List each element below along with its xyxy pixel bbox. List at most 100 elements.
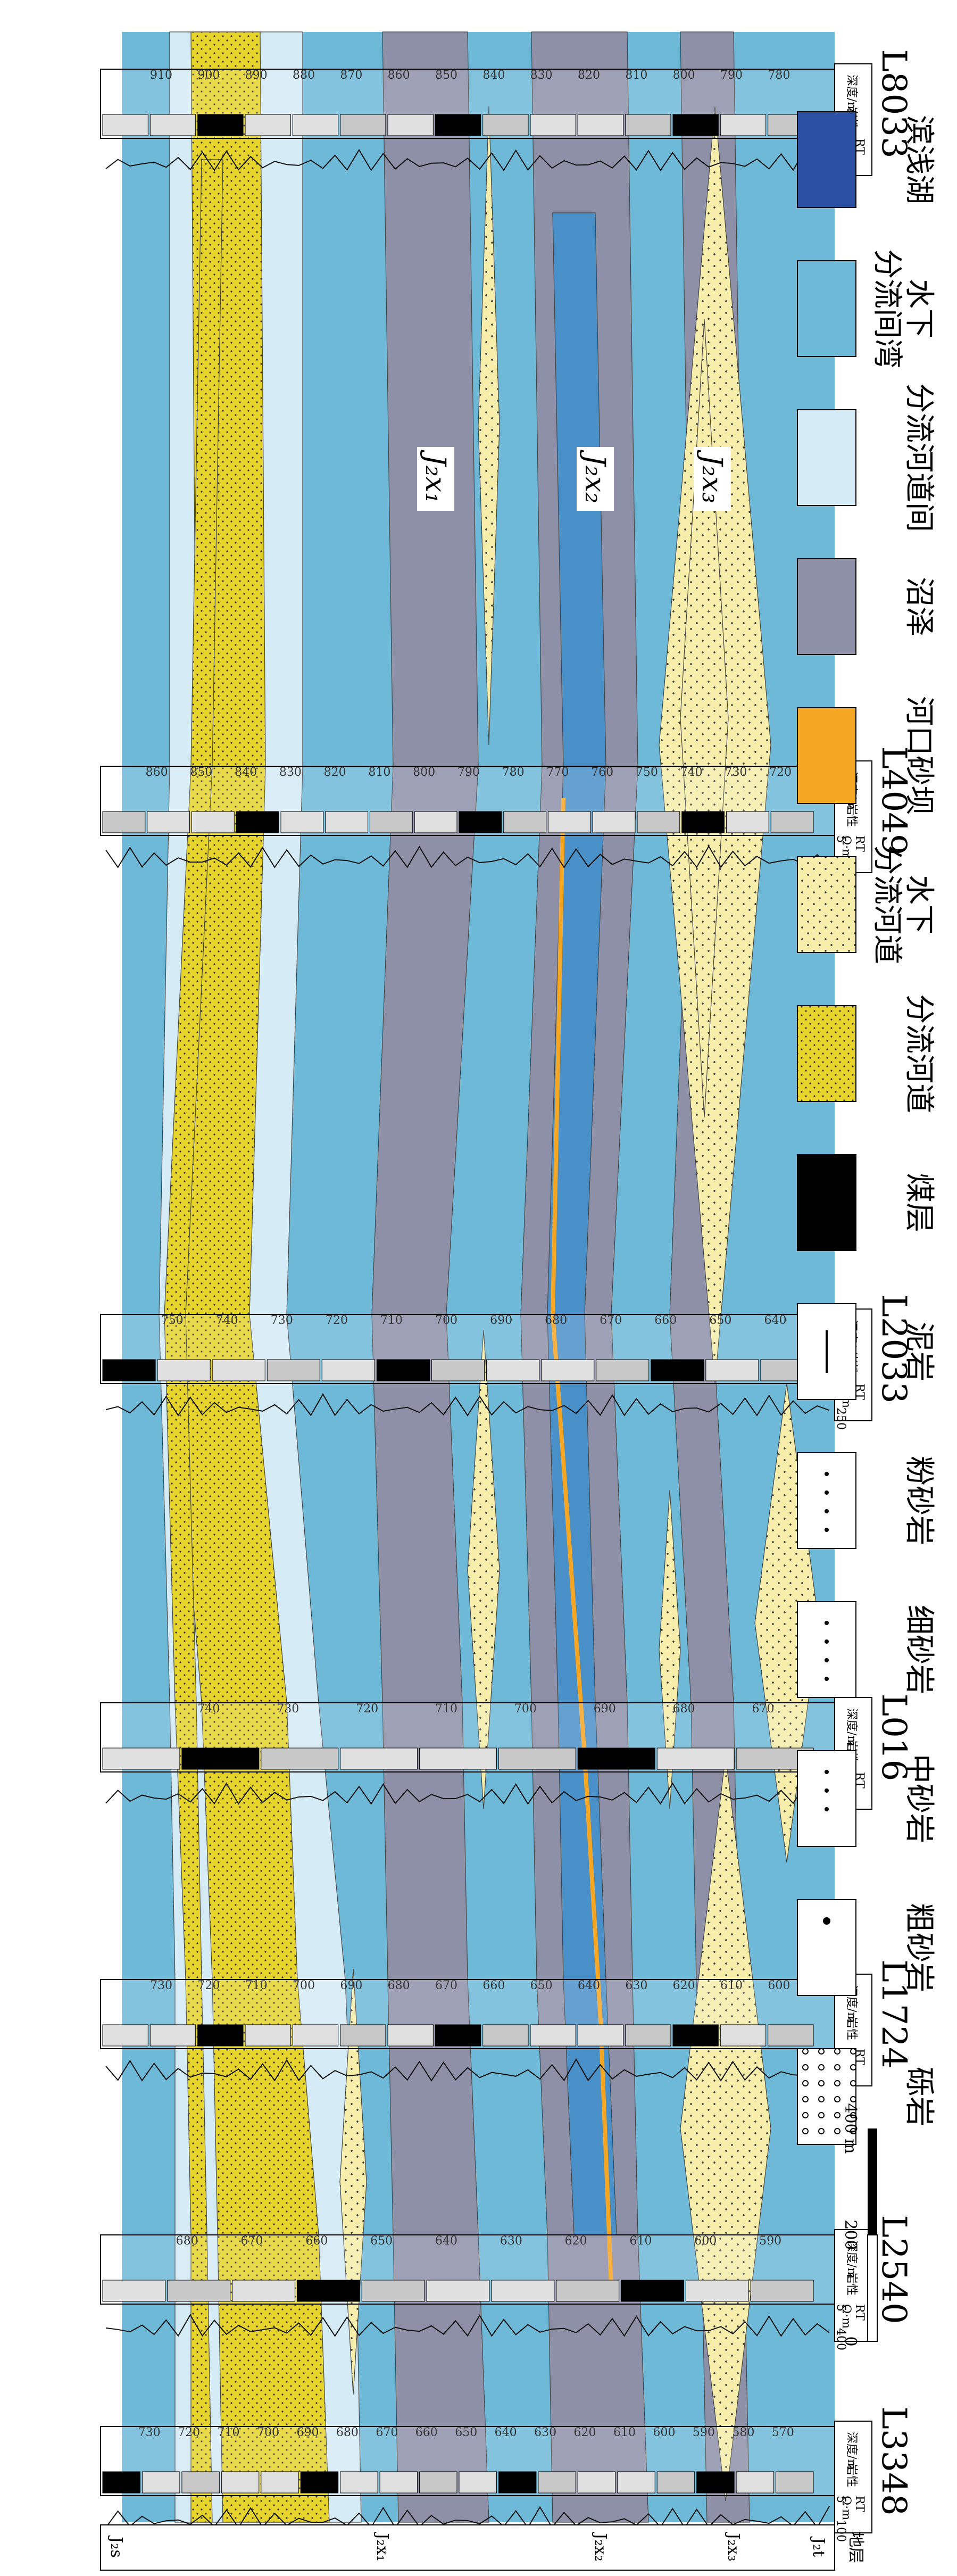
well-name: L3348 [874,2406,913,2515]
lithology-cell [212,1359,265,1381]
depth-label: 730 [150,1979,172,1992]
depth-label: 600 [653,2426,675,2439]
depth-label: 630 [500,2234,522,2248]
depth-label: 720 [197,1979,220,1992]
legend-dot [825,1509,829,1513]
rt-max: 250 [834,1407,847,1430]
lithology-cell [142,2471,180,2494]
legend-item-7: 煤层 [797,1154,936,1251]
depth-label: 680 [673,1702,695,1716]
depth-label: 830 [530,69,553,82]
lithology-cell [102,2024,148,2047]
formation-label-text: J₂x₁ [419,450,451,503]
lithology-cell [770,811,814,833]
formation-x2: J₂x₂ [591,2532,610,2562]
legend-swatch [797,1154,856,1251]
legend-swatch [797,1899,856,1996]
depth-label: 620 [673,1979,695,1992]
depth-label: 600 [694,2234,717,2248]
lithology-header: 岩性 [845,2017,858,2040]
lithology-cell [149,114,196,136]
subaqueous-channel-lens [467,1330,500,1810]
depth-header: 深度/m [845,2432,858,2470]
lithology-cell [530,2024,576,2047]
lithology-cell [340,2471,378,2494]
lithology-cell [414,811,457,833]
formation-header: 地层 [846,2531,865,2563]
legend-label: 粗砂岩 [902,1903,936,1992]
depth-label: 730 [725,766,747,779]
depth-label: 800 [673,69,695,82]
subaqueous-channel-lens [680,1755,771,2502]
subaqueous-channel-lens [478,106,500,746]
lithology-cell [245,114,291,136]
depth-label: 700 [435,1314,457,1327]
legend-label: 分流河道 [902,994,936,1113]
depth-label: 730 [138,2426,161,2439]
lithology-cell [325,811,368,833]
lithology-cell [102,811,146,833]
lithology-cell [167,2280,231,2302]
legend-dot [825,1528,829,1532]
legend-label: 分流河道间 [902,383,936,532]
depth-label: 610 [613,2426,636,2439]
lithology-cell [459,811,502,833]
depth-label: 630 [625,1979,647,1992]
lithology-cell [300,2471,339,2494]
depth-label: 830 [279,766,302,779]
lithology-cell [621,2280,684,2302]
lithology-cell [361,2280,425,2302]
depth-label: 700 [293,1979,315,1992]
formation-column-box [100,2524,835,2571]
lithology-cell [577,1747,655,1770]
depth-label: 800 [413,766,435,779]
depth-label: 610 [629,2234,652,2248]
lithology-cell [435,114,481,136]
lithology-cell [498,2471,537,2494]
legend-swatch [797,1005,856,1102]
lithology-cell [267,1359,320,1381]
scale-bar-black [868,2128,877,2235]
depth-label: 820 [324,766,346,779]
scale-bar-white [867,2234,878,2342]
legend-label: 沼泽 [902,577,936,636]
lithology-cell [181,2471,220,2494]
legend-dot [823,1917,830,1925]
depth-label: 680 [545,1314,567,1327]
depth-label: 620 [565,2234,587,2248]
formation-label-box [577,447,614,511]
lithology-cell [503,811,546,833]
legend-label: 分流河道 [870,845,904,964]
lithology-cell [379,2471,418,2494]
legend-item-5: 粉砂岩 [797,1452,936,1549]
legend-label: 滨浅湖 [902,115,936,204]
formation-label-text: J₂x₂ [579,450,611,503]
lithology-cell [726,811,769,833]
depth-label: 750 [636,766,658,779]
depth-label: 750 [161,1314,184,1327]
lithology-cell [592,811,636,833]
depth-label: 910 [150,69,172,82]
lithology-cell [482,114,529,136]
lithology-cell [596,1359,650,1381]
well-l4049: 7207307407507607707807908008108208308408… [100,746,913,882]
lithology-cell [102,1359,156,1381]
rt-min: 5 [834,835,847,843]
lithology-cell [459,2471,497,2494]
rt-header: RT [853,2304,866,2321]
depth-label: 780 [768,69,790,82]
depth-label: 780 [502,766,525,779]
lithology-cell [102,1747,180,1770]
lithology-cell [236,811,279,833]
legend-label: 细砂岩 [902,1605,936,1694]
rt-max: 400 [834,2328,847,2350]
depth-label: 850 [435,69,457,82]
lithology-cell [221,2471,260,2494]
rt-curve [105,2058,830,2082]
lithology-cell [232,2280,295,2302]
depth-label: 850 [190,766,212,779]
lithology-cell [102,2471,140,2494]
